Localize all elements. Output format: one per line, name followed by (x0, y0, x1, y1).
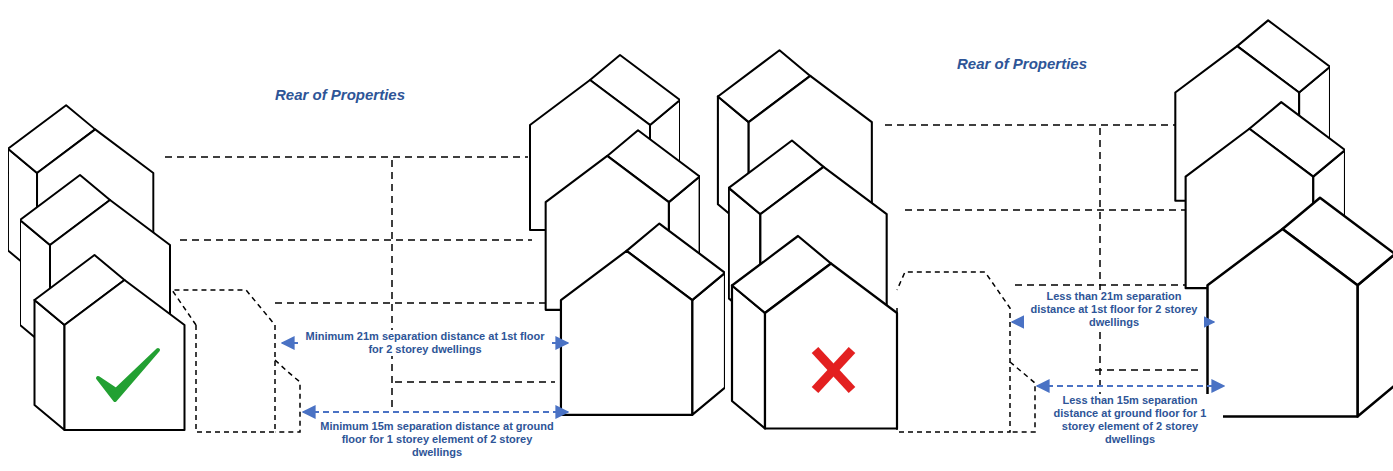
dimension-label: Less than 15m separation distance at gro… (1038, 394, 1223, 446)
house (561, 224, 725, 415)
house (1208, 198, 1393, 417)
section-heading: Rear of Properties (240, 86, 440, 104)
extension (172, 290, 300, 432)
dimension-label: Less than 21m separation distance at 1st… (1024, 290, 1204, 329)
section-heading: Rear of Properties (922, 55, 1122, 73)
cross-mark (815, 350, 852, 390)
house (732, 236, 897, 429)
house (35, 255, 185, 430)
dimension-label: Minimum 21m separation distance at 1st f… (300, 330, 550, 356)
dimension-label: Minimum 15m separation distance at groun… (317, 420, 557, 459)
extension (897, 272, 1035, 432)
check-mark (98, 350, 158, 400)
